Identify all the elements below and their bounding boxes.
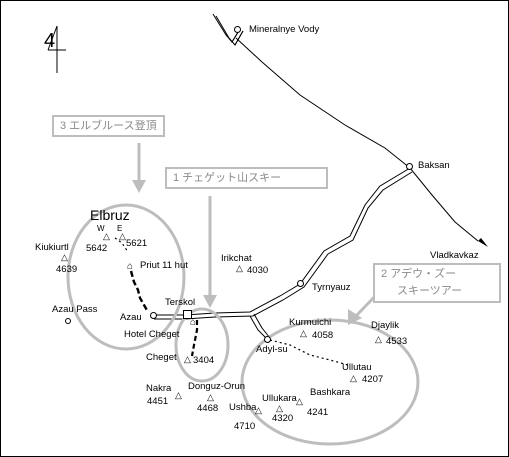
callout-adyl-su-tour: 2 アデウ・ズー スキーツアー xyxy=(373,263,501,303)
outline-elbrus xyxy=(66,203,186,351)
peak-elbruz-e-icon: △ xyxy=(119,231,126,241)
peak-kiukiurtl-icon: △ xyxy=(61,252,68,262)
label-bashkara-elev: 4241 xyxy=(307,407,329,418)
label-kiukiurtl: Kiukiurtl xyxy=(35,242,69,253)
label-kiukiurtl-elev: 4639 xyxy=(56,264,78,275)
label-vladkavkaz: Vladkavkaz xyxy=(430,250,479,261)
label-cheget-elev: 3404 xyxy=(193,355,215,366)
label-donguz-orun-elev: 4468 xyxy=(197,403,219,414)
label-priut: Priut 11 hut xyxy=(140,260,188,271)
peak-ullutau-icon: △ xyxy=(350,373,357,383)
label-elbruz-w: W xyxy=(97,224,105,233)
town-tyrnyauz-dot xyxy=(297,280,304,287)
route-outlines xyxy=(66,203,420,446)
town-adyl-su-dot xyxy=(264,336,271,343)
label-cheget: Cheget xyxy=(146,352,177,363)
label-elbruz-w-elev: 5642 xyxy=(86,243,108,254)
label-donguz-orun: Donguz-Orun xyxy=(188,381,246,392)
cablecar-azau-priut xyxy=(129,270,150,313)
label-azau-pass: Azau Pass xyxy=(52,304,98,315)
label-tyrnyauz: Tyrnyauz xyxy=(312,282,351,293)
peak-donguz-orun-icon: △ xyxy=(207,392,214,402)
label-baksan: Baksan xyxy=(418,160,450,171)
label-ullutau: Ullutau xyxy=(342,362,372,373)
label-ullukara: Ullukara xyxy=(262,393,297,404)
peak-nakra-icon: △ xyxy=(175,390,182,400)
label-adyl-su: Adyl-su xyxy=(256,344,288,355)
label-djaylik: Djaylik xyxy=(371,320,399,331)
callout-adyl-su-line1: 2 アデウ・ズー xyxy=(381,268,457,280)
town-mineralnye-dot xyxy=(234,26,241,33)
peak-elbruz-w-icon: △ xyxy=(103,231,110,241)
north-arrow-icon xyxy=(47,25,66,73)
outline-adyl-su xyxy=(240,318,420,446)
label-ullutau-elev: 4207 xyxy=(362,374,384,385)
label-azau: Azau xyxy=(120,312,142,323)
label-irikchat: Irikchat xyxy=(221,253,252,264)
town-baksan-dot xyxy=(406,163,413,170)
label-elbruz-e-elev: 5621 xyxy=(126,238,148,249)
hut-icon: ⌂ xyxy=(127,261,134,272)
north-marker: 4 xyxy=(44,30,56,52)
label-terskol: Terskol xyxy=(165,297,196,308)
arrow-vladkavkaz-icon xyxy=(478,238,488,247)
trail-elbrus-summit xyxy=(114,237,129,253)
peak-kurmuichi-icon: △ xyxy=(300,328,307,338)
label-ushba: Ushba xyxy=(229,402,257,413)
label-irikchat-elev: 4030 xyxy=(247,265,269,276)
peak-djaylik-icon: △ xyxy=(375,334,382,344)
label-kurmuichi: Kurmuichi xyxy=(289,317,332,328)
hotel-icon: ⌂ xyxy=(190,317,197,328)
label-ushba-elev: 4710 xyxy=(234,421,256,432)
label-djaylik-elev: 4533 xyxy=(386,336,408,347)
label-nakra-elev: 4451 xyxy=(147,396,169,407)
peak-ullukara-icon: △ xyxy=(276,403,283,413)
label-bashkara: Bashkara xyxy=(310,387,351,398)
lift-cheget xyxy=(190,320,199,357)
callout-elbrus-ascent: 3 エルブルース登頂 xyxy=(52,115,165,137)
label-kurmuichi-elev: 4058 xyxy=(312,330,334,341)
outline-cheget xyxy=(174,307,230,383)
label-elbruz-e: E xyxy=(117,224,123,233)
peak-irikchat-icon: △ xyxy=(236,263,243,273)
azau-pass-marker xyxy=(65,318,71,324)
label-elbruz: Elbruz xyxy=(90,207,130,223)
town-azau-dot xyxy=(150,312,157,319)
terskol-marker xyxy=(183,310,192,319)
label-nakra: Nakra xyxy=(146,383,172,394)
label-ullukara-elev: 4320 xyxy=(272,413,294,424)
callout-cheget-ski: 1 チェゲット山スキー xyxy=(165,167,329,189)
peak-bashkara-icon: △ xyxy=(296,396,303,406)
callout-adyl-su-line2: スキーツアー xyxy=(397,285,463,297)
peak-cheget-icon: △ xyxy=(184,354,191,364)
label-hotel-cheget: Hotel Cheget xyxy=(124,329,180,340)
road-main xyxy=(235,37,479,242)
road-mineralnye-baksan xyxy=(212,13,244,46)
peak-ushba-icon: △ xyxy=(255,405,262,415)
label-mineralnye-vody: Mineralnye Vody xyxy=(249,24,320,35)
